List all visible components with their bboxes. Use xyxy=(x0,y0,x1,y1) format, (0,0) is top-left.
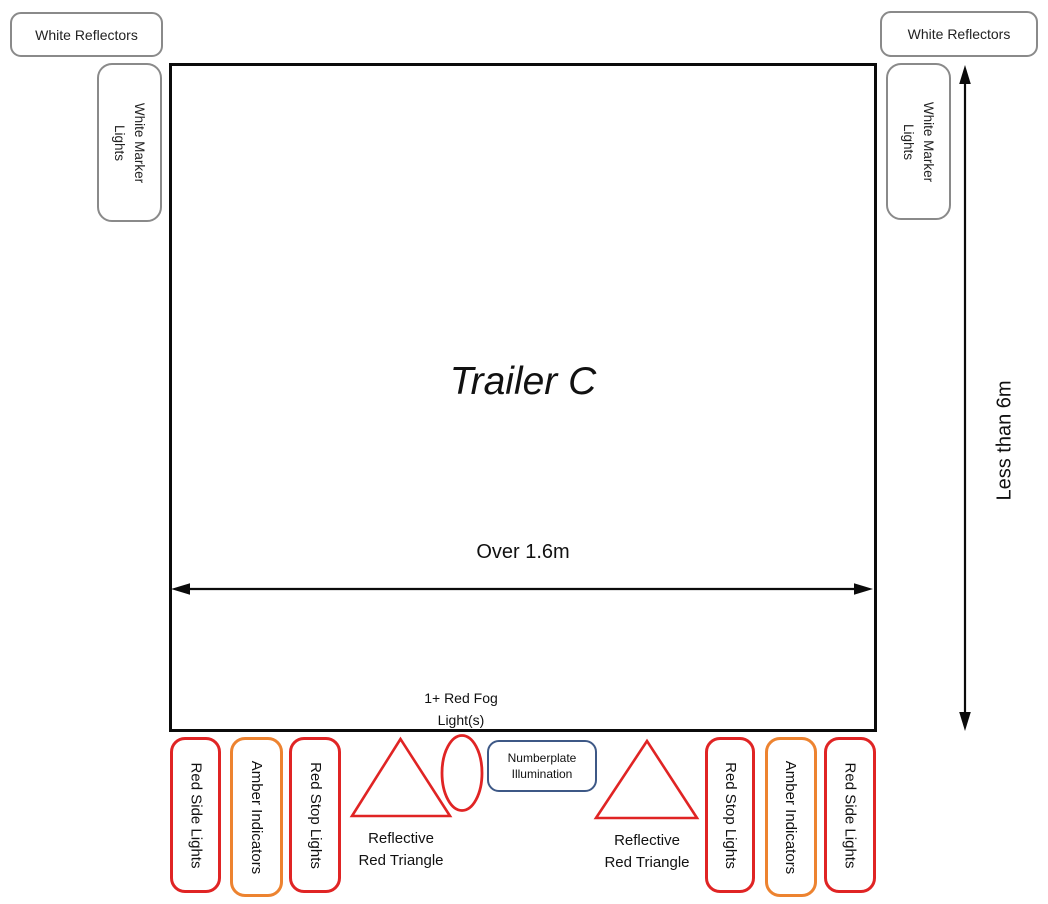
red-side-lights-left-label: Red Side Lights xyxy=(187,762,204,868)
white-marker-lights-right-label: White Marker Lights xyxy=(899,101,939,181)
amber-indicators-left-box: Amber Indicators xyxy=(230,737,283,897)
white-marker-left-line2: Lights xyxy=(112,124,128,161)
amber-indicators-right-label: Amber Indicators xyxy=(782,760,800,874)
white-marker-right-line1: White Marker xyxy=(921,101,937,182)
red-side-lights-right-label: Red Side Lights xyxy=(841,762,859,868)
white-marker-lights-right-box: White Marker Lights xyxy=(886,63,951,220)
numberplate-line1: Numberplate xyxy=(507,751,577,765)
reflective-triangle-right-label: Reflective Red Triangle xyxy=(575,830,719,873)
width-arrow-head-left xyxy=(171,583,190,595)
white-reflectors-left-box: White Reflectors xyxy=(10,12,163,57)
red-stop-lights-right-box: Red Stop Lights xyxy=(705,737,755,893)
white-marker-lights-left-box: White Marker Lights xyxy=(97,63,162,222)
reflective-triangle-right-line2: Red Triangle xyxy=(604,853,690,871)
reflective-triangle-left-label: Reflective Red Triangle xyxy=(329,828,473,871)
amber-indicators-left-label: Amber Indicators xyxy=(248,760,266,874)
white-reflectors-right-label: White Reflectors xyxy=(907,26,1011,42)
numberplate-illumination-box: Numberplate Illumination xyxy=(487,740,597,792)
reflective-triangle-left-line1: Reflective xyxy=(368,830,434,847)
trailer-title: Trailer C xyxy=(449,360,597,403)
white-reflectors-right-box: White Reflectors xyxy=(880,11,1038,57)
numberplate-illumination-label: Numberplate Illumination xyxy=(508,750,577,782)
width-dimension-label: Over 1.6m xyxy=(476,541,570,563)
white-reflectors-left-label: White Reflectors xyxy=(35,26,138,43)
length-arrow-head-top xyxy=(959,65,971,84)
numberplate-line2: Illumination xyxy=(511,767,573,781)
red-fog-light-label-line1: 1+ Red Fog xyxy=(424,690,498,706)
white-marker-left-line1: White Marker xyxy=(132,102,148,183)
red-stop-lights-left-box: Red Stop Lights xyxy=(289,737,341,893)
reflective-triangle-right-line1: Reflective xyxy=(614,832,680,849)
reflective-triangle-left-line2: Red Triangle xyxy=(358,851,444,869)
reflective-triangle-right xyxy=(593,738,700,820)
amber-indicators-right-box: Amber Indicators xyxy=(765,737,817,897)
red-stop-lights-right-label: Red Stop Lights xyxy=(721,761,739,869)
red-fog-light-ellipse xyxy=(440,734,484,812)
length-arrow-head-bottom xyxy=(959,712,971,731)
reflective-triangle-left xyxy=(349,736,453,818)
width-arrow-head-right xyxy=(854,583,873,595)
red-fog-light-label-line2: Light(s) xyxy=(437,712,485,728)
length-dimension-arrow xyxy=(959,65,971,731)
red-side-lights-left-box: Red Side Lights xyxy=(170,737,221,893)
red-side-lights-right-box: Red Side Lights xyxy=(824,737,876,893)
length-dimension-label: Less than 6m xyxy=(993,379,1016,501)
red-fog-light-label: 1+ Red Fog Light(s) xyxy=(380,687,542,731)
white-marker-lights-left-label: White Marker Lights xyxy=(110,102,150,182)
trailer-outline-rect xyxy=(169,63,877,732)
length-dimension-label-wrap: Less than 6m xyxy=(953,340,1048,540)
red-stop-lights-left-label: Red Stop Lights xyxy=(306,761,324,869)
width-dimension-arrow xyxy=(171,583,873,595)
white-marker-right-line2: Lights xyxy=(901,123,917,160)
